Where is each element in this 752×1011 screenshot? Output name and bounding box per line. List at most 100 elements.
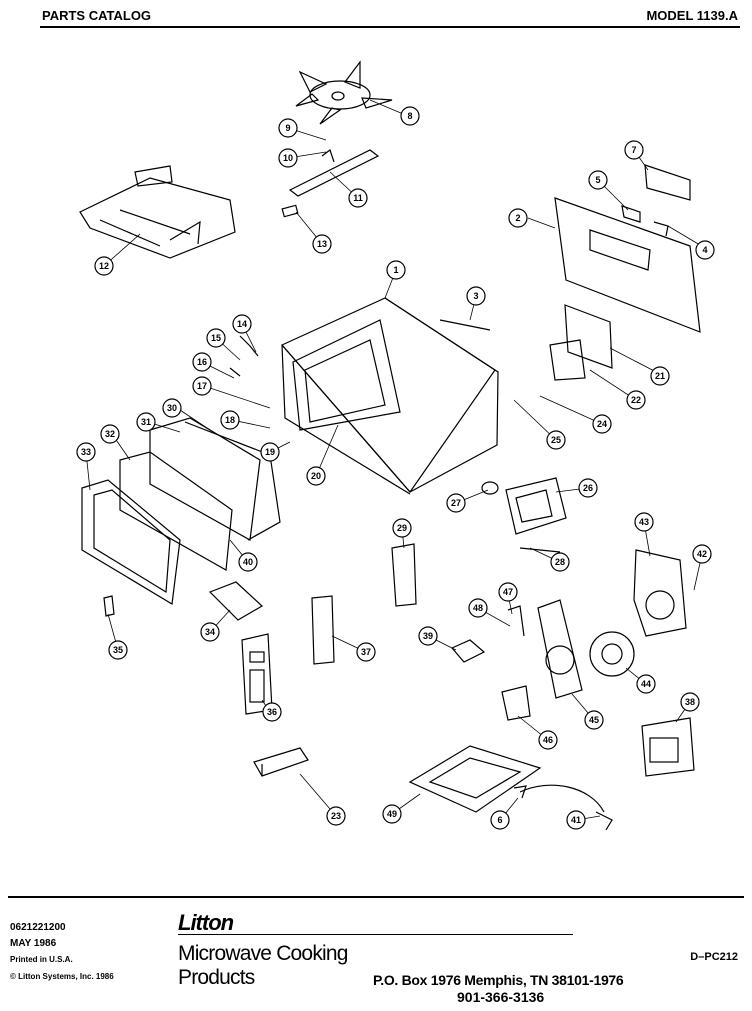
callout-number: 19: [265, 447, 275, 457]
callout-number: 22: [631, 395, 641, 405]
footer-rule: [8, 896, 744, 898]
callout-number: 16: [197, 357, 207, 367]
callout-number: 40: [243, 557, 253, 567]
callout-number: 32: [105, 429, 115, 439]
callout-number: 42: [697, 549, 707, 559]
callout-bubble: [278, 148, 298, 168]
callout-bubble: [680, 692, 700, 712]
callout-number: 44: [641, 679, 651, 689]
callout-number: 41: [571, 815, 581, 825]
callout-number: 8: [407, 111, 412, 121]
callout-bubble: [312, 234, 332, 254]
callout-number: 12: [99, 261, 109, 271]
callout-bubble: [550, 552, 570, 572]
callout-bubble: [695, 240, 715, 260]
callout-bubble: [260, 442, 280, 462]
callout-bubble: [400, 106, 420, 126]
callout-number: 47: [503, 587, 513, 597]
callout-number: 7: [631, 145, 636, 155]
callout-bubble: [650, 366, 670, 386]
callout-number: 6: [497, 815, 502, 825]
callout-number: 46: [543, 735, 553, 745]
callout-number: 10: [283, 153, 293, 163]
callout-bubble: [490, 810, 510, 830]
callout-bubble: [386, 260, 406, 280]
base-bracket-part: [79, 165, 236, 259]
control-board-part: [241, 595, 335, 715]
callout-bubble: [538, 730, 558, 750]
power-cord-part: [513, 784, 613, 831]
oven-cabinet-part: [281, 297, 499, 495]
document-code: D–PC212: [690, 951, 738, 963]
fan-shroud-part: [501, 599, 583, 721]
callout-number: 5: [595, 175, 600, 185]
callout-number: 26: [583, 483, 593, 493]
callout-number: 14: [237, 319, 247, 329]
callout-bubble: [278, 118, 298, 138]
transformer-part: [481, 477, 567, 553]
callout-number: 29: [397, 523, 407, 533]
catalog-title: PARTS CATALOG: [42, 8, 152, 23]
callout-number: 11: [353, 193, 363, 203]
callout-bubble: [348, 188, 368, 208]
callout-bubble: [326, 806, 346, 826]
callout-number: 30: [167, 403, 177, 413]
rear-panel-part: [554, 164, 701, 333]
callout-number: 17: [197, 381, 207, 391]
print-date: MAY 1986: [10, 938, 57, 949]
header-rule: [40, 26, 740, 28]
model-number: MODEL 1139.A: [646, 8, 738, 23]
base-plate-part: [408, 745, 542, 813]
callout-number: 27: [451, 498, 461, 508]
callout-bubble: [108, 640, 128, 660]
callout-bubble: [498, 582, 518, 602]
callout-bubble: [692, 544, 712, 564]
copyright-notice: © Litton Systems, Inc. 1986: [10, 972, 114, 981]
callout-bubble: [206, 328, 226, 348]
callout-bubble: [100, 424, 120, 444]
latch-part: [103, 335, 264, 621]
callout-bubble: [566, 810, 586, 830]
callout-bubble: [200, 622, 220, 642]
callout-number: 25: [551, 435, 561, 445]
callout-bubble: [418, 626, 438, 646]
callout-bubble: [592, 414, 612, 434]
callout-bubble: [466, 286, 486, 306]
callout-bubble: [94, 256, 114, 276]
callout-bubble: [446, 493, 466, 513]
part-number: 0621221200: [10, 922, 66, 933]
callout-bubble: [76, 442, 96, 462]
callout-number: 39: [423, 631, 433, 641]
callout-number: 1: [393, 265, 398, 275]
capacitor-part: [641, 717, 695, 777]
callout-number: 15: [211, 333, 221, 343]
callout-bubble: [382, 804, 402, 824]
callout-number: 31: [141, 417, 151, 427]
callout-bubble: [634, 512, 654, 532]
callout-number: 20: [311, 471, 321, 481]
fan-motor-part: [589, 549, 687, 677]
callout-bubble: [584, 710, 604, 730]
product-line-1: Microwave Cooking: [178, 942, 348, 965]
callout-number: 38: [685, 697, 695, 707]
callout-bubble: [392, 518, 412, 538]
callout-number: 18: [225, 415, 235, 425]
callout-bubble: [262, 702, 282, 722]
callout-number: 2: [515, 213, 520, 223]
stirrer-bracket-part: [281, 149, 380, 218]
callout-number: 23: [331, 811, 341, 821]
callout-bubble: [588, 170, 608, 190]
callout-bubble: [238, 552, 258, 572]
mailing-address: P.O. Box 1976 Memphis, TN 38101-1976: [373, 972, 624, 988]
callout-number: 33: [81, 447, 91, 457]
callout-number: 37: [361, 647, 371, 657]
callout-bubble: [636, 674, 656, 694]
callout-bubble: [192, 376, 212, 396]
callout-bubble: [136, 412, 156, 432]
brand-logo: Litton: [178, 910, 234, 935]
callout-number: 43: [639, 517, 649, 527]
phone-number: 901-366-3136: [457, 989, 545, 1005]
callout-number: 34: [205, 627, 215, 637]
callout-bubble: [624, 140, 644, 160]
callout-number: 4: [702, 245, 707, 255]
